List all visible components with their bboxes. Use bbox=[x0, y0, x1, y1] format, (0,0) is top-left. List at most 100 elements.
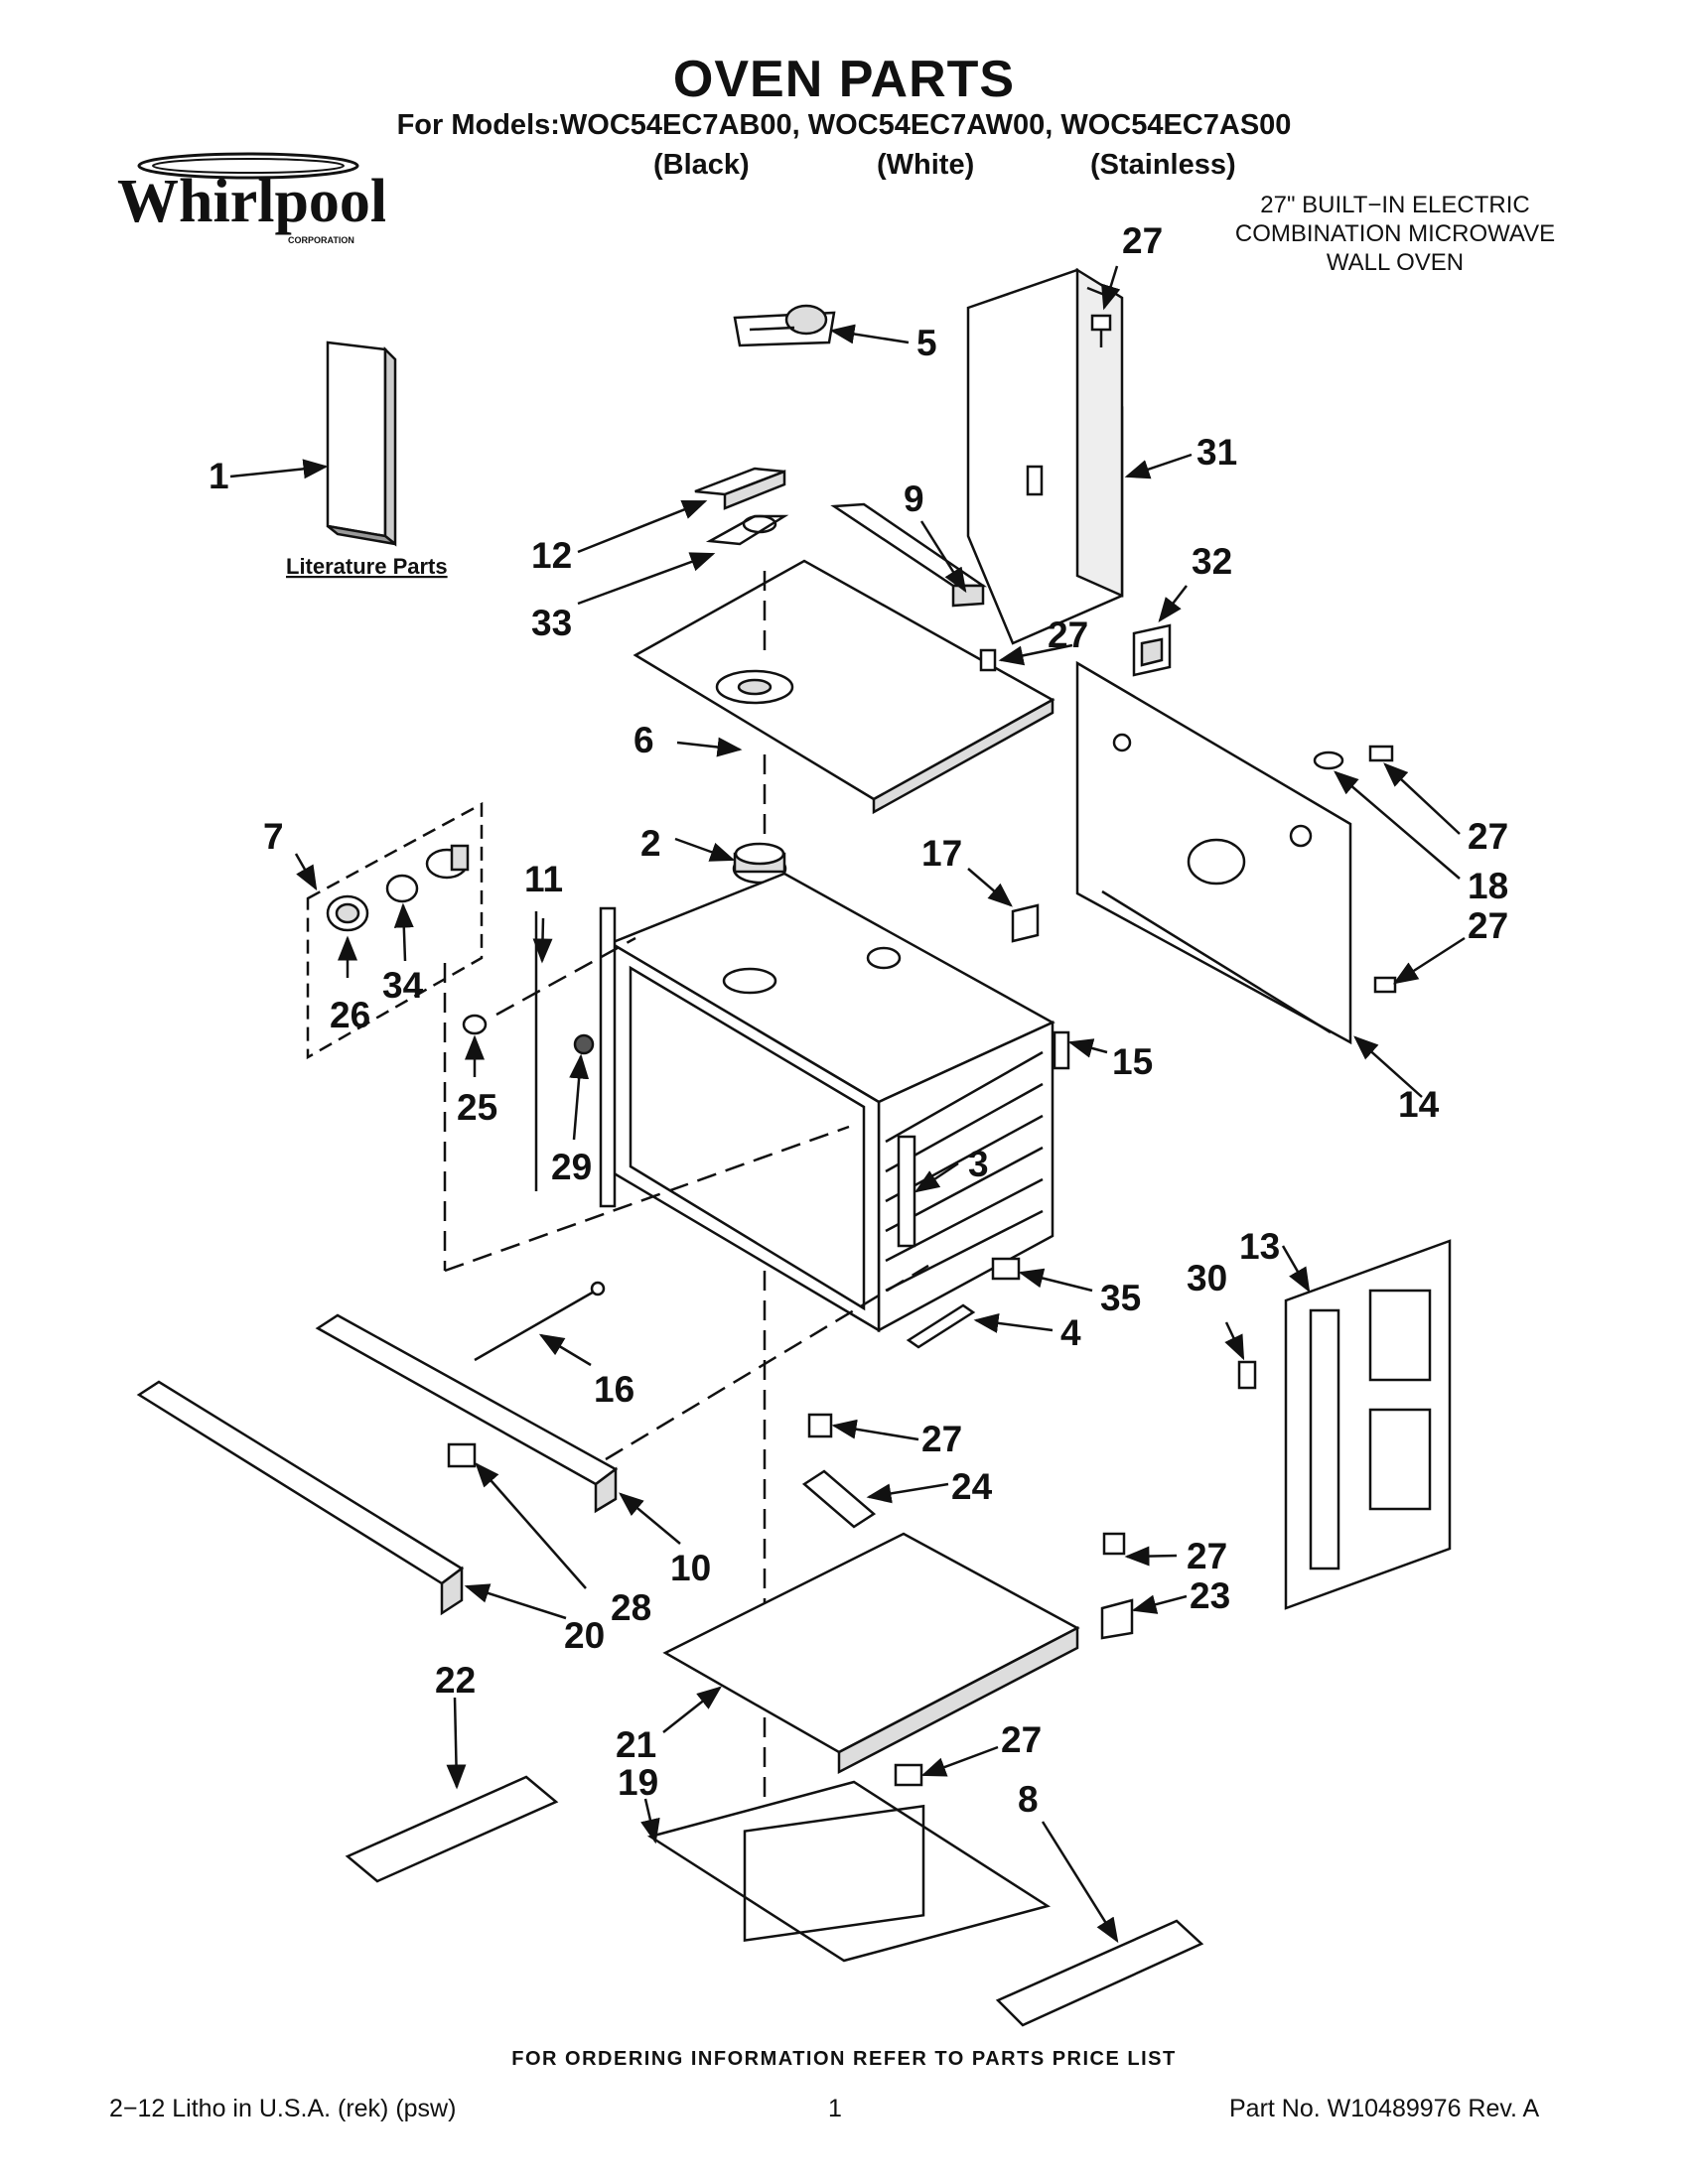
literature-book-part bbox=[326, 341, 397, 547]
socket-part bbox=[425, 844, 470, 880]
callout-24: 24 bbox=[951, 1466, 993, 1507]
callout-9: 9 bbox=[904, 478, 924, 519]
screw-part-right-lower bbox=[1373, 976, 1397, 994]
variant-stainless: (Stainless) bbox=[1090, 149, 1236, 181]
top-panel-6-part bbox=[633, 559, 1055, 815]
hinge-15-part bbox=[1053, 1030, 1070, 1070]
callout-18: 18 bbox=[1468, 866, 1508, 906]
control-panel-part bbox=[966, 267, 1124, 645]
callout-5: 5 bbox=[916, 323, 937, 363]
product-line-3: WALL OVEN bbox=[1326, 249, 1465, 276]
oven-cavity-part bbox=[599, 872, 1055, 1333]
model-numbers: For Models:WOC54EC7AB00, WOC54EC7AW00, W… bbox=[396, 109, 1292, 141]
variant-black: (Black) bbox=[653, 149, 750, 181]
bracket-33-part bbox=[705, 514, 789, 546]
grommet-18-part bbox=[1313, 751, 1344, 770]
callout-29: 29 bbox=[551, 1147, 592, 1187]
product-line-1: 27" BUILT−IN ELECTRIC bbox=[1260, 192, 1530, 218]
callout-27-right-lower: 27 bbox=[1468, 905, 1508, 946]
screw-35-part bbox=[991, 1257, 1021, 1281]
part-25 bbox=[462, 1014, 488, 1035]
callout-7: 7 bbox=[263, 816, 284, 857]
clip-17-part bbox=[1011, 903, 1040, 943]
callout-4: 4 bbox=[1060, 1312, 1081, 1353]
callout-13: 13 bbox=[1239, 1226, 1280, 1267]
callout-16: 16 bbox=[594, 1369, 634, 1410]
clip-30-part bbox=[1237, 1360, 1257, 1390]
callout-35: 35 bbox=[1100, 1278, 1141, 1318]
bottom-panel-21-part bbox=[662, 1532, 1080, 1775]
callout-19: 19 bbox=[618, 1762, 658, 1803]
callout-8: 8 bbox=[1018, 1779, 1039, 1820]
bracket-24-part bbox=[801, 1469, 877, 1529]
callout-27-right: 27 bbox=[1468, 816, 1508, 857]
callout-33: 33 bbox=[531, 603, 572, 643]
screw-27-23-part bbox=[1102, 1532, 1126, 1556]
product-line-2: COMBINATION MICROWAVE bbox=[1234, 220, 1556, 247]
product-description: 27" BUILT−IN ELECTRIC COMBINATION MICROW… bbox=[1206, 191, 1584, 277]
callout-25: 25 bbox=[457, 1087, 497, 1128]
ordering-note: FOR ORDERING INFORMATION REFER TO PARTS … bbox=[511, 2048, 1177, 2070]
callout-21: 21 bbox=[616, 1724, 656, 1765]
part-29 bbox=[573, 1033, 595, 1055]
callout-32: 32 bbox=[1192, 541, 1232, 582]
rail-20-part bbox=[136, 1380, 465, 1616]
callout-numbers: 1 2 3 4 5 6 7 8 9 10 11 12 13 14 15 16 1… bbox=[209, 220, 1508, 1820]
callout-14: 14 bbox=[1398, 1084, 1440, 1125]
literature-parts-label: Literature Parts bbox=[286, 554, 448, 579]
callout-23: 23 bbox=[1190, 1575, 1230, 1616]
litho-info: 2−12 Litho in U.S.A. (rek) (psw) bbox=[109, 2095, 457, 2122]
bracket-12-part bbox=[694, 467, 786, 510]
callout-11: 11 bbox=[524, 859, 563, 899]
bracket-4-part bbox=[906, 1303, 976, 1349]
callout-27-top: 27 bbox=[1122, 220, 1163, 261]
callout-3: 3 bbox=[968, 1144, 989, 1184]
callout-31: 31 bbox=[1196, 432, 1237, 473]
callout-28: 28 bbox=[611, 1587, 651, 1628]
bracket-32-part bbox=[1132, 623, 1172, 677]
page-number: 1 bbox=[828, 2095, 842, 2122]
screw-28-part bbox=[447, 1442, 477, 1468]
page-title: OVEN PARTS bbox=[672, 51, 1016, 108]
side-panel-13-part bbox=[1284, 1239, 1452, 1610]
screw-27-lower-part bbox=[894, 1763, 923, 1787]
callout-20: 20 bbox=[564, 1615, 605, 1656]
floor-19-part bbox=[646, 1780, 1052, 1963]
callout-26: 26 bbox=[330, 995, 370, 1035]
rail-10-part bbox=[315, 1313, 619, 1514]
brand-logo: Whirlpool CORPORATION bbox=[117, 152, 385, 245]
callout-2: 2 bbox=[640, 823, 661, 864]
brand-tagline: CORPORATION bbox=[288, 235, 354, 245]
screw-part-right bbox=[1368, 745, 1394, 762]
callout-10: 10 bbox=[670, 1548, 711, 1588]
control-assembly-part bbox=[733, 304, 836, 347]
sensor-16-part bbox=[474, 1281, 606, 1362]
callout-27-mid: 27 bbox=[1048, 614, 1088, 655]
latch-3-part bbox=[897, 1135, 916, 1248]
callout-30: 30 bbox=[1187, 1258, 1227, 1298]
callout-27-bracket: 27 bbox=[1187, 1536, 1227, 1576]
callout-17: 17 bbox=[921, 833, 962, 874]
fan-motor-2-part bbox=[732, 842, 787, 885]
callout-27-lower: 27 bbox=[1001, 1719, 1042, 1760]
rail-8-part bbox=[995, 1919, 1204, 2027]
back-panel-14-part bbox=[1075, 660, 1352, 1045]
callout-12: 12 bbox=[531, 535, 572, 576]
callout-27-center: 27 bbox=[921, 1419, 962, 1459]
callout-1: 1 bbox=[209, 456, 229, 496]
brand-wordmark: Whirlpool bbox=[117, 168, 385, 235]
callout-22: 22 bbox=[435, 1660, 476, 1701]
variant-white: (White) bbox=[877, 149, 975, 181]
light-lens-26-part bbox=[326, 894, 369, 932]
bulb-34-part bbox=[385, 874, 419, 903]
callout-34: 34 bbox=[382, 965, 424, 1006]
screw-27-24-part bbox=[807, 1413, 833, 1438]
part-number: Part No. W10489976 Rev. A bbox=[1229, 2095, 1540, 2122]
callout-6: 6 bbox=[633, 720, 654, 760]
screw-part-top bbox=[1090, 314, 1112, 347]
screw-part-mid bbox=[979, 648, 997, 672]
rail-22-part bbox=[345, 1775, 559, 1883]
bracket-23-part bbox=[1100, 1598, 1134, 1640]
callout-15: 15 bbox=[1112, 1041, 1153, 1082]
